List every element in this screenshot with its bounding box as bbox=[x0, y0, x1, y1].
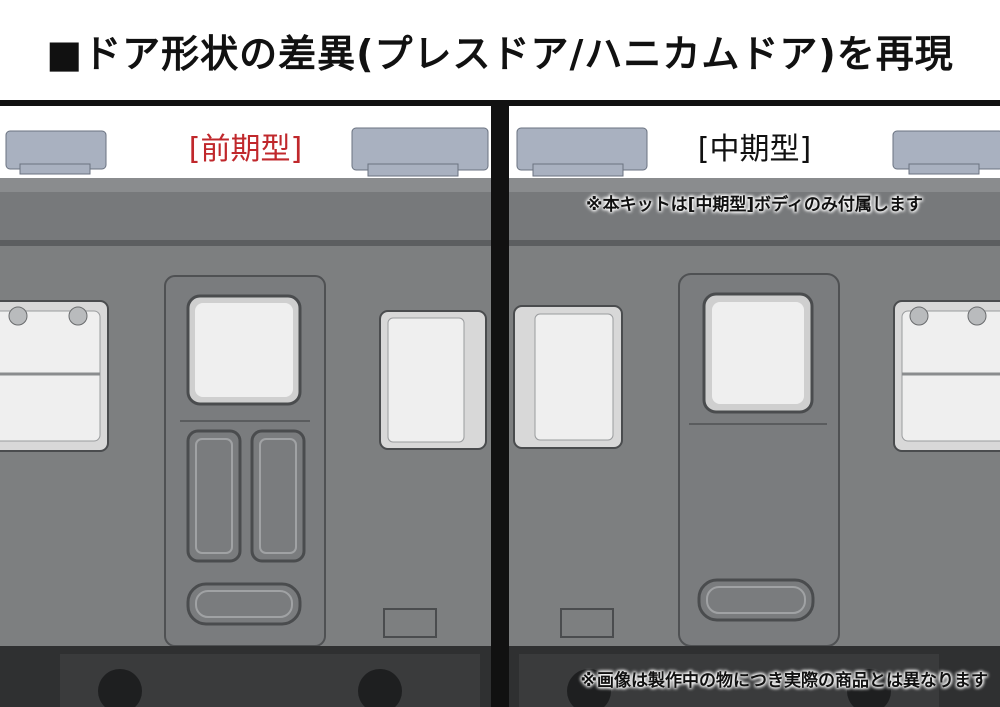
panel-middle-type: [中期型] ※本キットは[中期型]ボディのみ付属します ※画像は製作中の物につき… bbox=[509, 106, 1000, 707]
side-window-right bbox=[379, 310, 487, 450]
roof-vent-left bbox=[5, 130, 107, 175]
kit-contents-note: ※本キットは[中期型]ボディのみ付属します bbox=[586, 195, 923, 215]
page-title: ■ドア形状の差異(プレスドア/ハニカムドア)を再現 bbox=[0, 0, 1000, 100]
panel-divider bbox=[491, 100, 509, 707]
press-door bbox=[678, 273, 840, 647]
panel-early-type: [前期型] bbox=[0, 106, 491, 707]
side-window-right bbox=[893, 300, 1000, 452]
roof-vent-right bbox=[892, 130, 1000, 175]
side-window-left bbox=[0, 300, 109, 452]
early-type-car-render bbox=[0, 106, 491, 707]
page-title-text: ■ドア形状の差異(プレスドア/ハニカムドア)を再現 bbox=[46, 31, 954, 76]
honeycomb-door bbox=[164, 275, 326, 647]
roof-vent-left bbox=[516, 127, 648, 177]
side-window-left bbox=[513, 305, 623, 449]
image-disclaimer-note: ※画像は製作中の物につき実際の商品とは異なります bbox=[580, 671, 988, 691]
middle-type-label: [中期型] bbox=[697, 132, 812, 167]
early-type-label: [前期型] bbox=[188, 132, 303, 167]
roof-vent-right bbox=[351, 127, 489, 177]
middle-type-car-render bbox=[509, 106, 1000, 707]
